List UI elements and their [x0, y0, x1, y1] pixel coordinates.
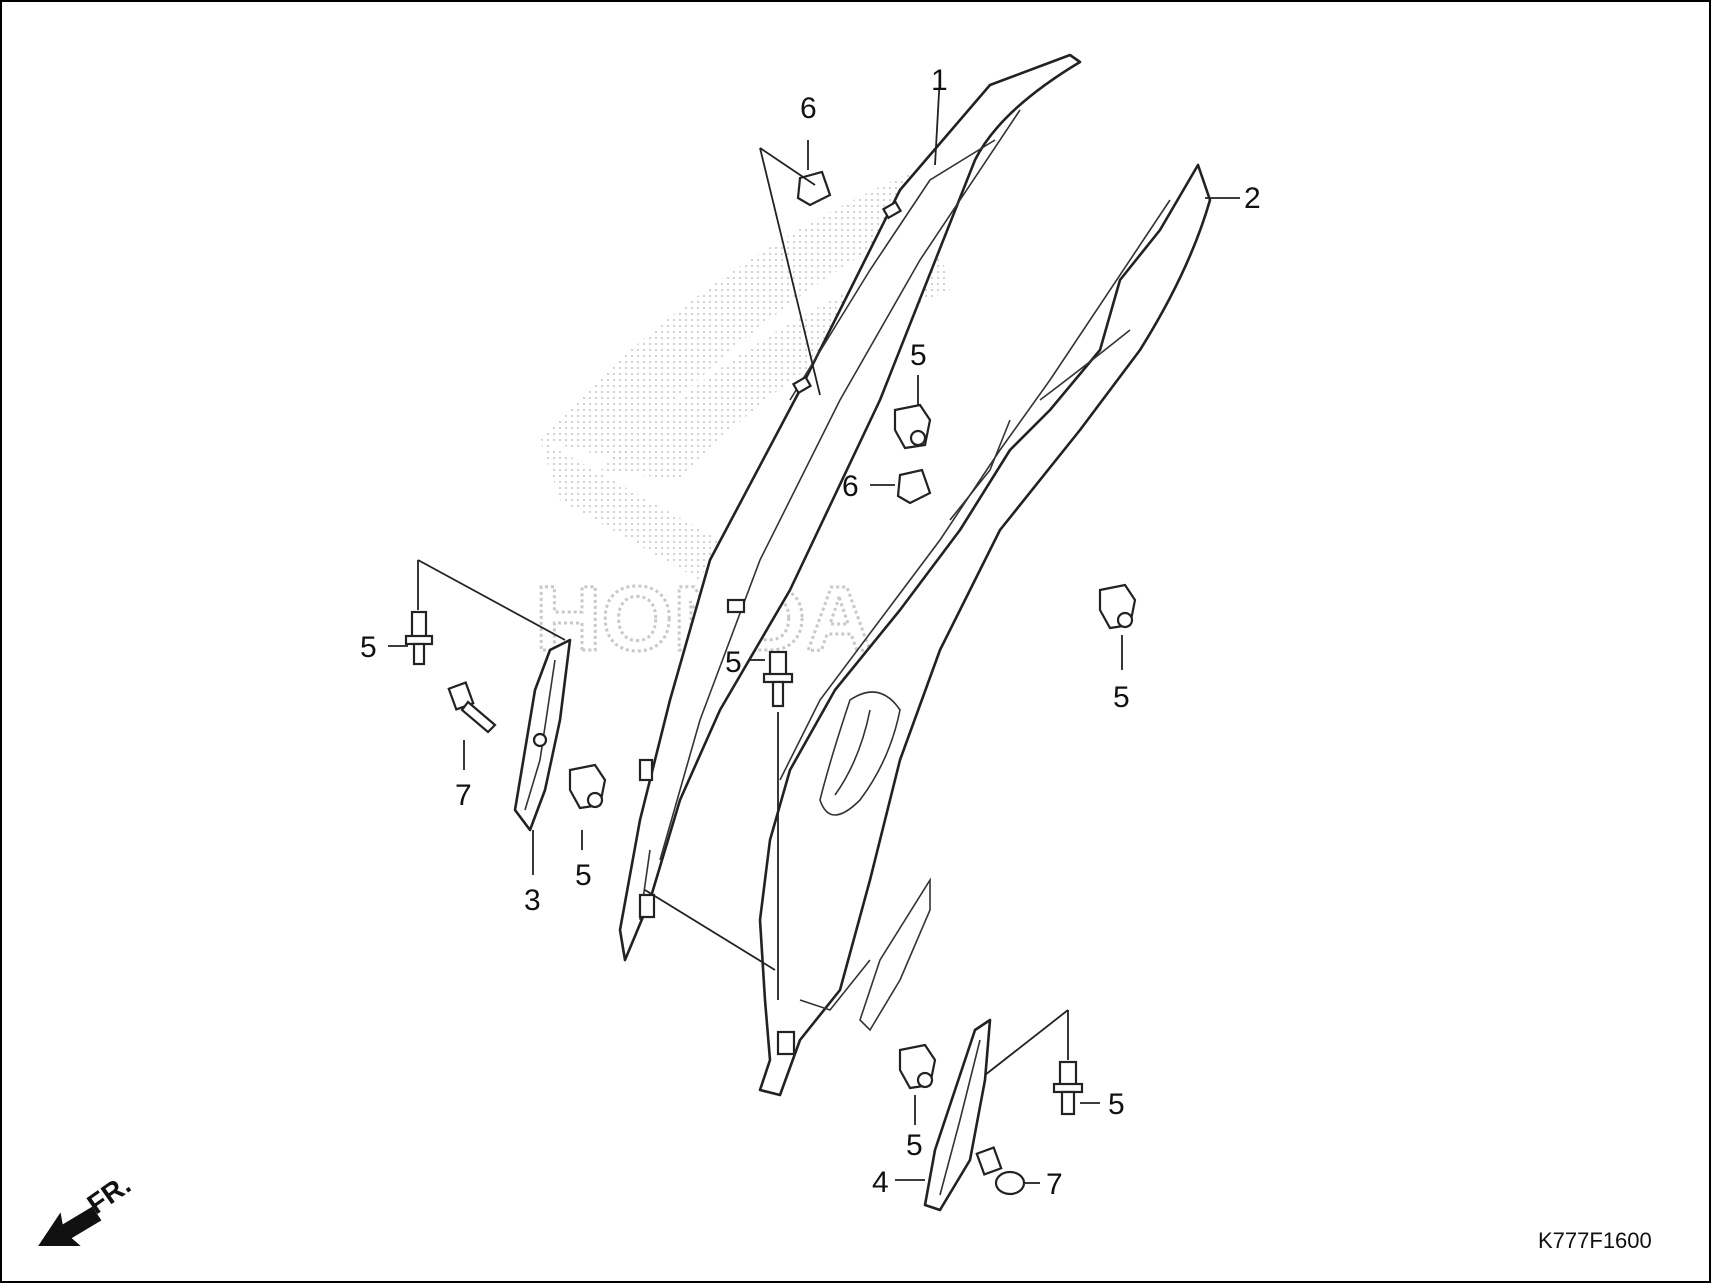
callout-4: 4 — [872, 1166, 889, 1199]
callout-1: 1 — [931, 64, 948, 97]
callout-5-f: 5 — [1108, 1088, 1125, 1121]
callout-5-c: 5 — [725, 646, 742, 679]
callout-7-b: 7 — [1046, 1168, 1063, 1201]
callout-5-b: 5 — [360, 631, 377, 664]
callouts: 1 2 3 4 5 5 5 5 5 5 5 6 6 7 7 — [360, 64, 1261, 1201]
front-direction-arrow: FR. — [38, 1169, 136, 1246]
callout-6-b: 6 — [842, 470, 859, 503]
bolt-7-b — [975, 1146, 1026, 1196]
part-3-left-bracket — [513, 638, 572, 832]
callout-5-e: 5 — [1113, 681, 1130, 714]
callout-5-d: 5 — [575, 859, 592, 892]
callout-7-a: 7 — [455, 779, 472, 812]
part-4-bottom-bracket — [923, 1018, 992, 1212]
fastener-5-a — [404, 610, 434, 666]
fastener-5-f — [898, 1043, 937, 1090]
fastener-5-c — [893, 403, 932, 450]
figure-code: K777F1600 — [1538, 1228, 1652, 1253]
nut-6-a — [796, 170, 832, 207]
leader-lines — [388, 74, 1240, 1184]
callout-3: 3 — [524, 884, 541, 917]
fastener-5-g — [1052, 1060, 1084, 1116]
callout-5-g: 5 — [906, 1129, 923, 1162]
part-2-side-cover — [758, 163, 1212, 1097]
fastener-5-b — [762, 650, 794, 708]
fastener-5-e — [568, 763, 607, 810]
fastener-5-d — [1098, 583, 1137, 630]
bolt-7-a — [447, 681, 497, 734]
callout-6-a: 6 — [800, 92, 817, 125]
nut-6-b — [896, 468, 932, 505]
part-1-frame-cover — [618, 53, 1082, 962]
callout-5-a: 5 — [910, 339, 927, 372]
callout-2: 2 — [1244, 182, 1261, 215]
